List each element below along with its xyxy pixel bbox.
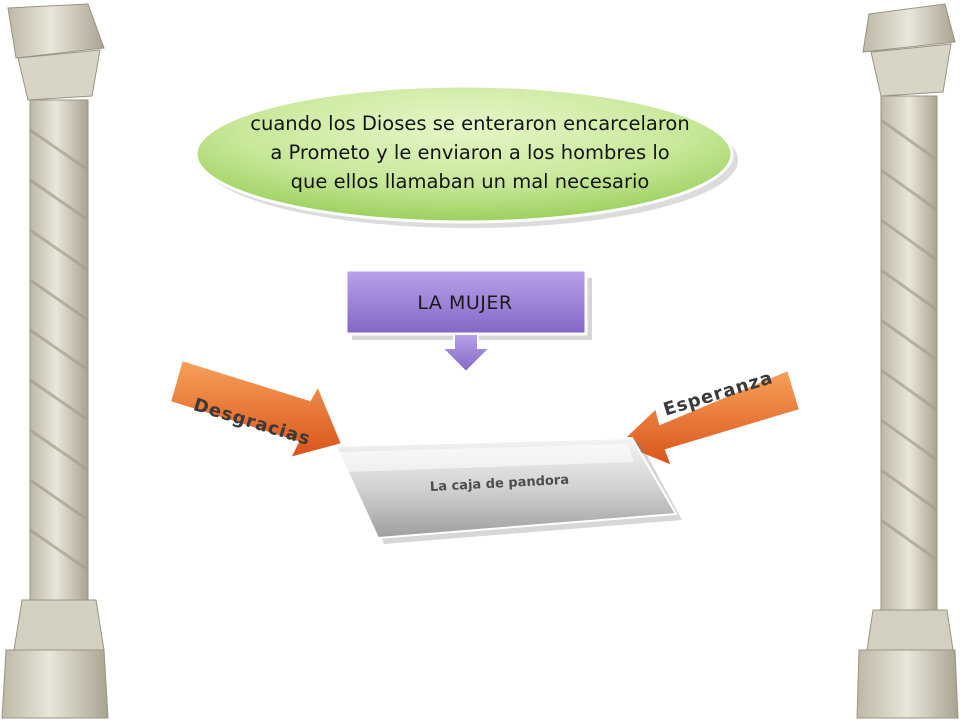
esperanza-arrow — [616, 368, 802, 468]
right-column-image — [856, 3, 959, 719]
left-column-image — [1, 3, 109, 719]
pandora-box — [334, 436, 682, 544]
ellipse-text: cuando los Dioses se enteraron encarcela… — [250, 111, 690, 193]
desgracias-arrow — [168, 358, 344, 460]
text-ellipse — [194, 84, 738, 228]
la-mujer-box — [344, 268, 592, 374]
la-mujer-label: LA MUJER — [417, 292, 513, 314]
